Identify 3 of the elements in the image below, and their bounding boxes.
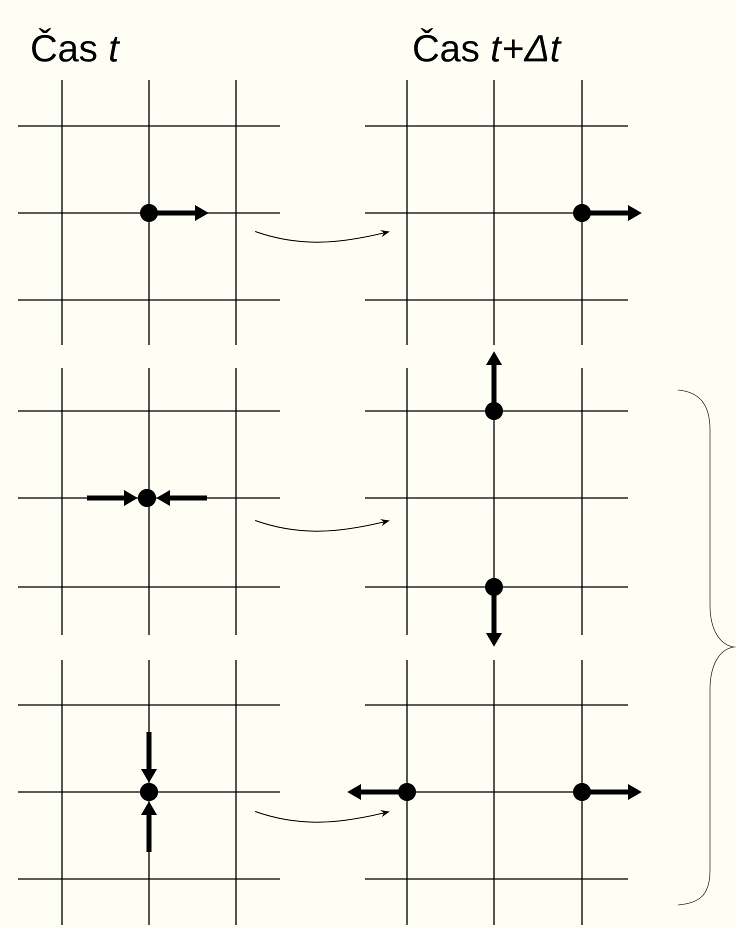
lattice-drawing: [18, 660, 280, 925]
lattice-drawing: [18, 80, 280, 345]
lattice-drawing: [18, 368, 280, 635]
